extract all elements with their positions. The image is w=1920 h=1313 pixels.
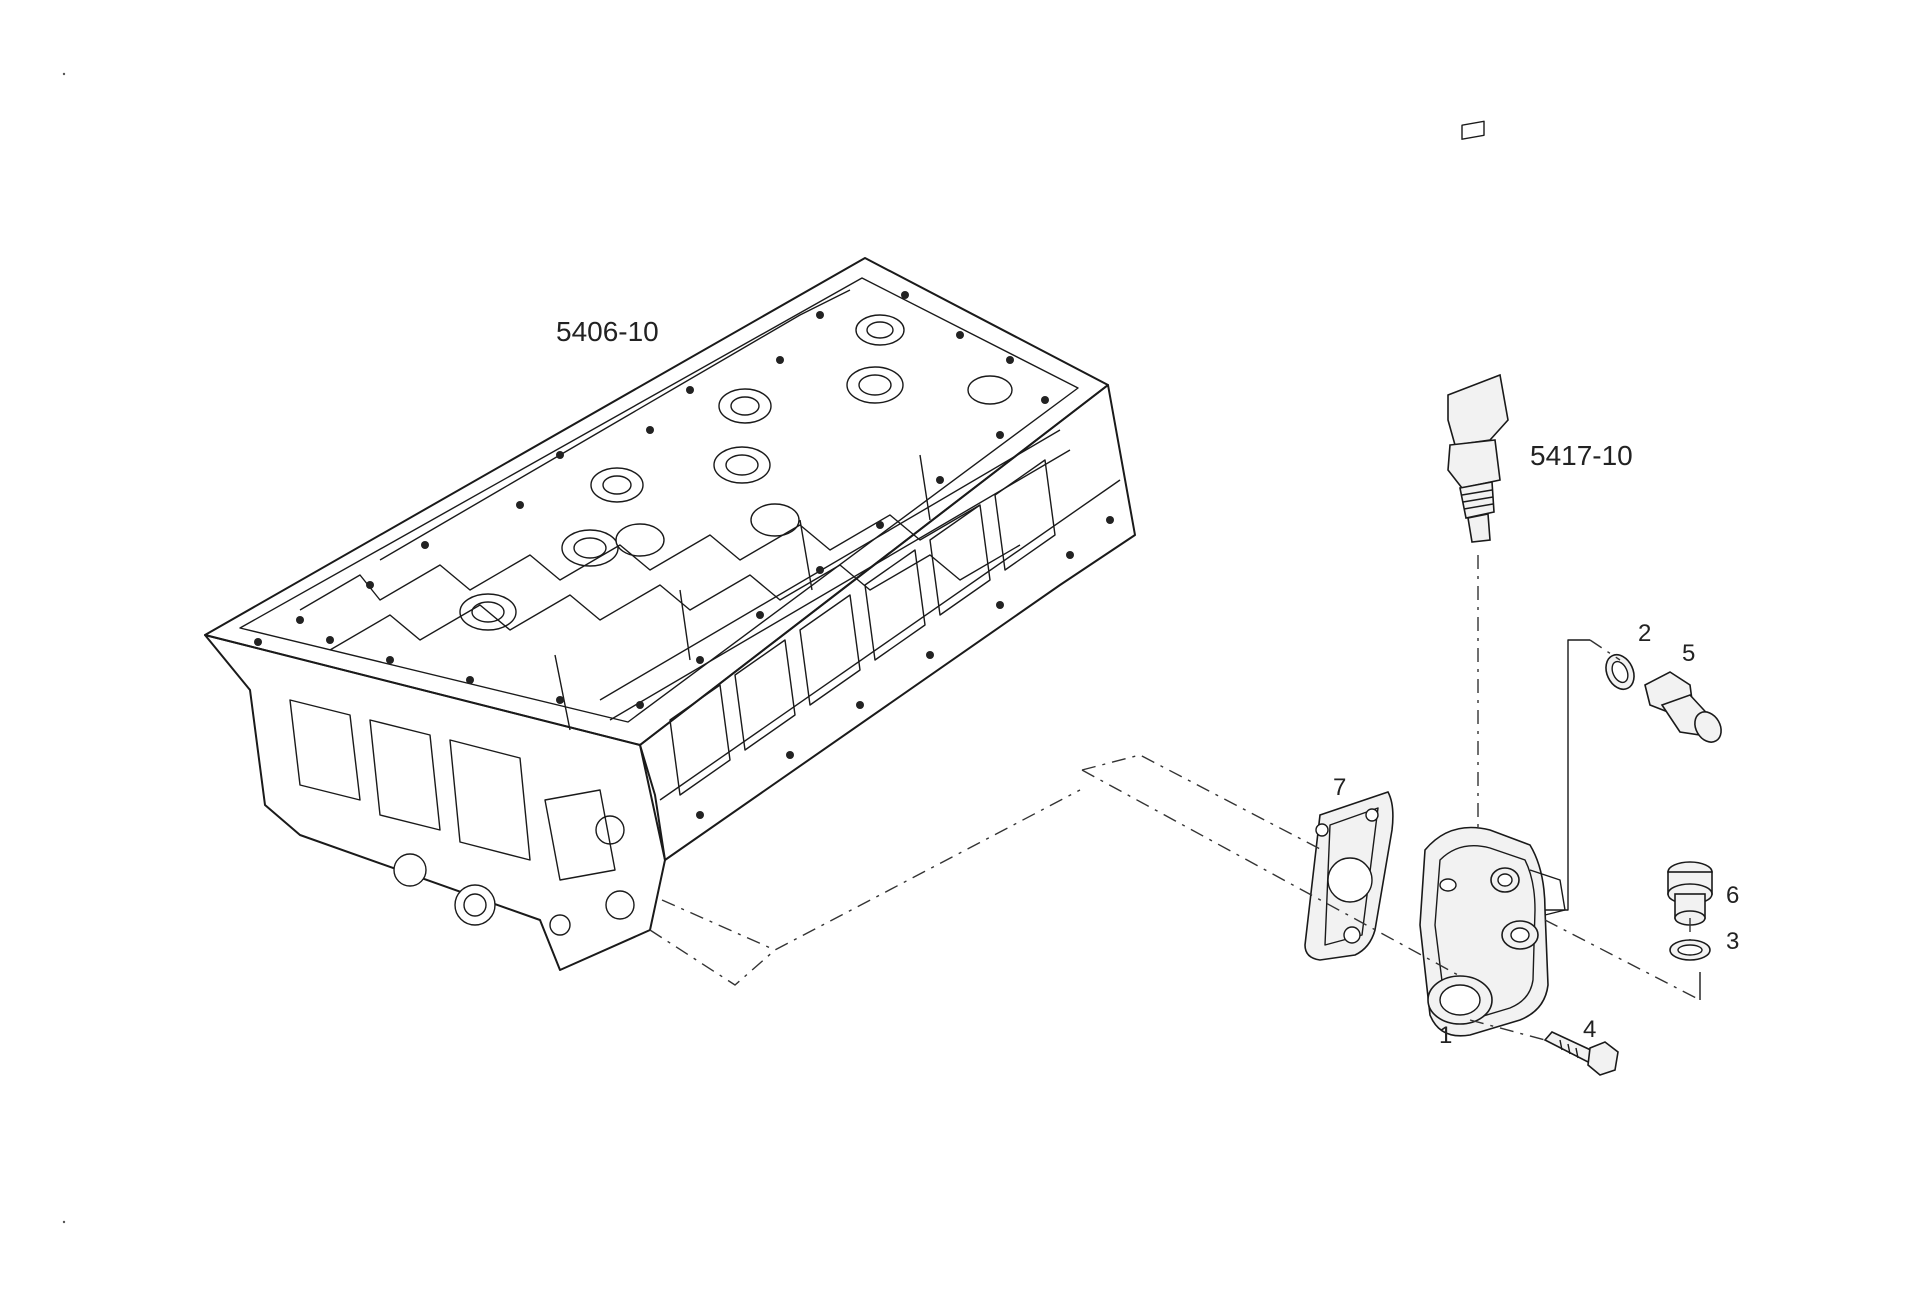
part-6-label: 6 <box>1726 882 1740 909</box>
part-6-plug <box>1667 861 1713 926</box>
sensor-tip <box>1467 513 1491 543</box>
sensor-hex-body <box>1447 439 1501 489</box>
cylinder-head-bolt-holes <box>254 291 1049 709</box>
cylinder-head <box>204 257 1136 971</box>
part-7-gasket <box>1304 791 1394 961</box>
cylinder-head-deck-rim <box>239 277 1079 723</box>
part-2-label: 2 <box>1638 620 1652 647</box>
temperature-sensor <box>1447 120 1509 543</box>
corner-speck-bottom <box>62 1220 66 1224</box>
part-2-o-ring <box>1605 653 1635 691</box>
sensor-connector <box>1447 373 1509 446</box>
part-5-plug <box>1644 671 1722 743</box>
assembly-lines <box>649 555 1701 1041</box>
corner-speck-top <box>62 72 66 76</box>
part-3-seal-ring <box>1669 939 1711 961</box>
cylinder-head-ribs <box>299 289 1071 731</box>
cylinder-head-front-details <box>289 699 635 936</box>
sensor-ref-label: 5417-10 <box>1530 440 1633 471</box>
part-1-label: 1 <box>1439 1022 1453 1049</box>
part-3-label: 3 <box>1726 928 1740 955</box>
part-7-label: 7 <box>1333 774 1347 801</box>
cylinder-head-ports <box>459 314 1013 631</box>
cylinder-head-front-face <box>204 634 666 971</box>
part-5-label: 5 <box>1682 640 1696 667</box>
part-4-bolt <box>1543 1031 1619 1076</box>
cylinder-head-right-side <box>639 384 1136 861</box>
part-4-label: 4 <box>1583 1016 1597 1043</box>
cylinder-head-side-windows <box>659 459 1121 819</box>
cylinder-head-ref-label: 5406-10 <box>556 316 659 347</box>
part-1-thermostat-housing <box>1419 826 1566 1037</box>
